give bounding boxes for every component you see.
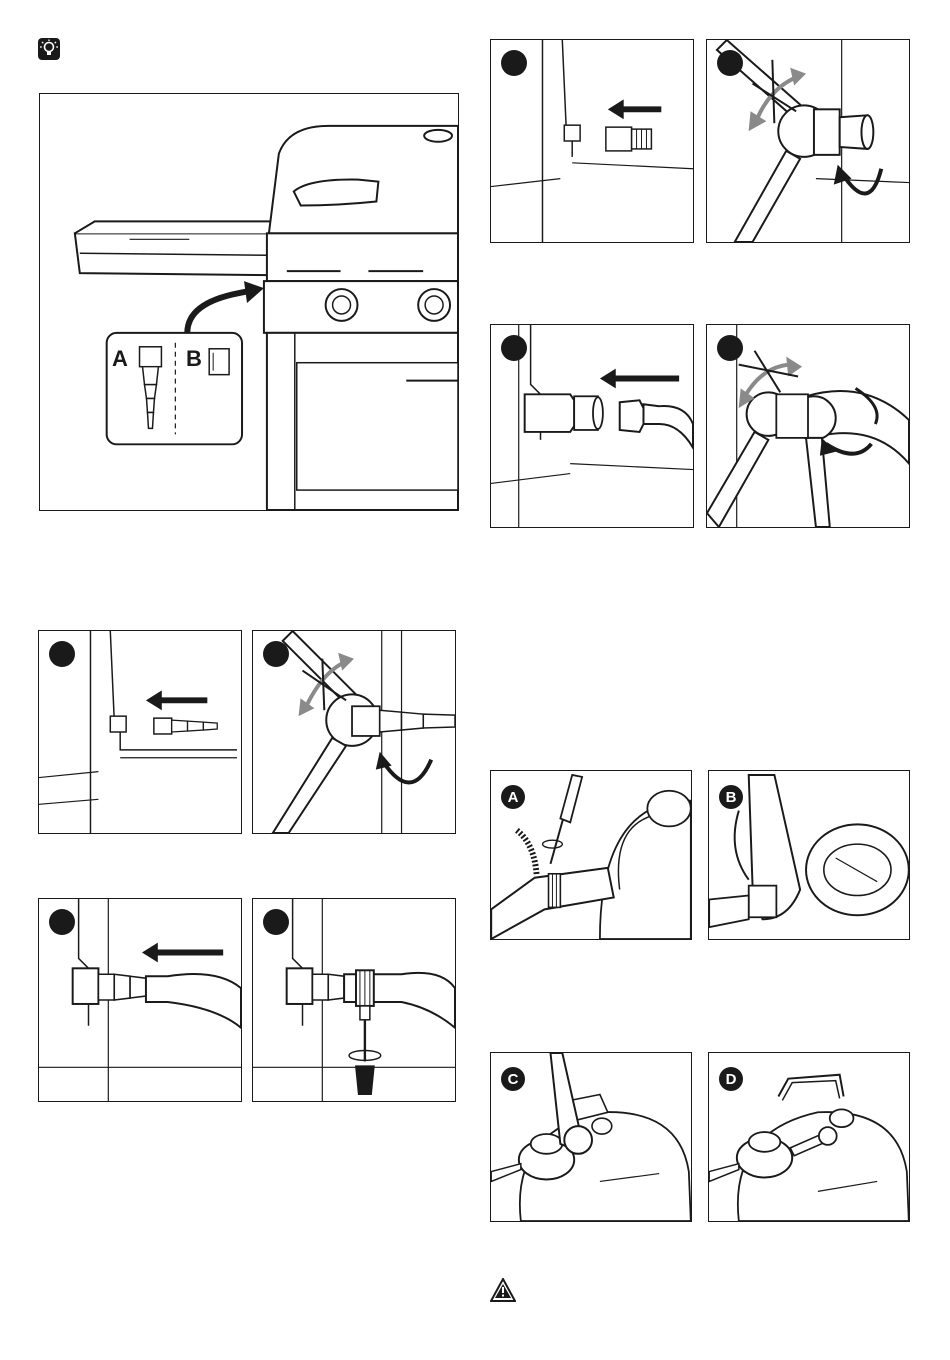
step-marker — [717, 50, 743, 76]
step-a-badge: A — [501, 785, 525, 809]
step-marker — [717, 335, 743, 361]
regulator-step-a-panel: A — [490, 770, 692, 940]
warning-triangle-icon — [490, 1278, 516, 1302]
regulator-step-d-panel: D — [708, 1052, 910, 1222]
nut-step-double-wrench-panel — [706, 324, 910, 528]
grill-overview-illustration: A B — [39, 93, 459, 511]
lightbulb-icon — [38, 38, 60, 60]
step-d-badge: D — [719, 1067, 743, 1091]
step-c-badge: C — [501, 1067, 525, 1091]
nut-step-insert-panel — [490, 39, 694, 243]
step-marker — [49, 909, 75, 935]
nozzle-step-tighten-panel — [252, 630, 456, 834]
nozzle-step-insert-panel — [38, 630, 242, 834]
regulator-step-b-panel: B — [708, 770, 910, 940]
regulator-step-c-panel: C — [490, 1052, 692, 1222]
nut-step-tighten-panel — [706, 39, 910, 243]
step-marker — [49, 641, 75, 667]
nozzle-step-clamp-panel — [252, 898, 456, 1102]
nozzle-step-push-hose-panel — [38, 898, 242, 1102]
option-a-label: A — [112, 346, 128, 372]
option-b-label: B — [186, 346, 202, 372]
step-marker — [263, 909, 289, 935]
step-marker — [501, 50, 527, 76]
step-b-badge: B — [719, 785, 743, 809]
step-marker — [263, 641, 289, 667]
step-marker — [501, 335, 527, 361]
nut-step-push-hose-panel — [490, 324, 694, 528]
